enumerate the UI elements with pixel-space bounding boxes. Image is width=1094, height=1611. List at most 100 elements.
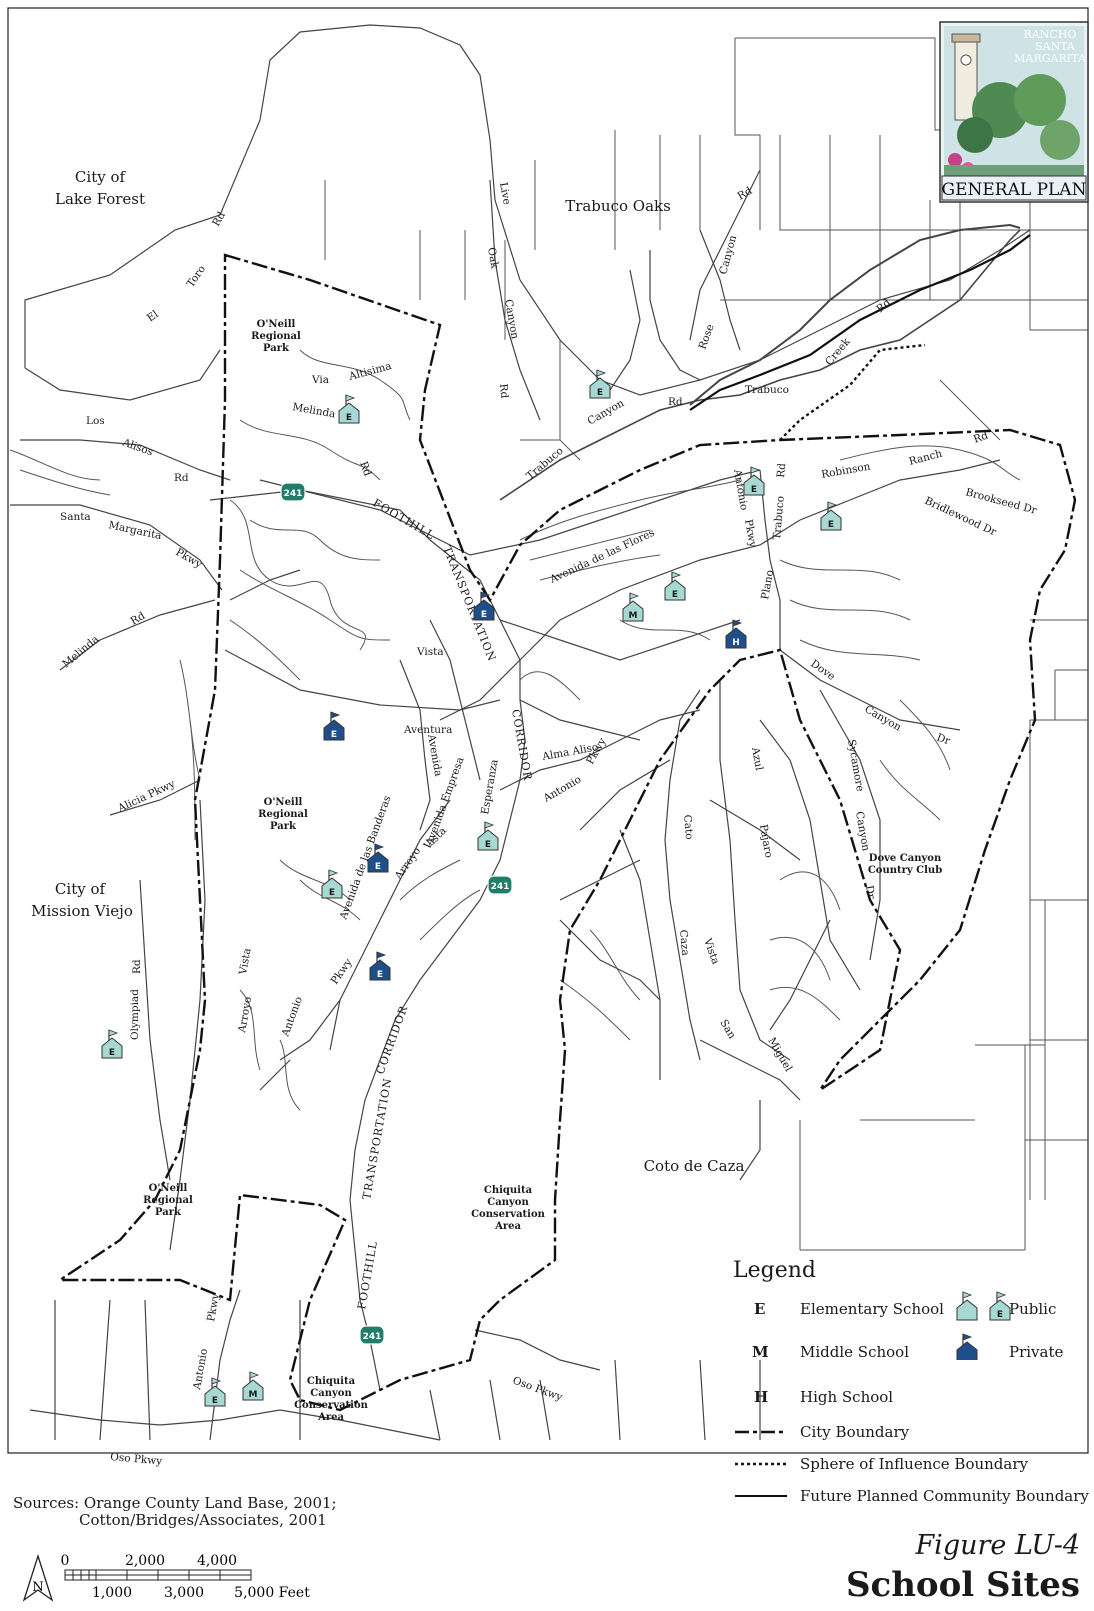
svg-text:Regional: Regional [143, 1195, 193, 1206]
svg-text:Creek: Creek [823, 335, 853, 368]
svg-text:Azul: Azul [749, 745, 765, 772]
highway-241-shield: 241 [359, 1325, 385, 1345]
svg-text:Dr: Dr [935, 732, 953, 748]
school-marker-public-e: E [477, 821, 499, 851]
svg-text:San: San [717, 1018, 738, 1042]
svg-text:Cato: Cato [681, 814, 695, 840]
svg-text:Rd: Rd [775, 462, 788, 478]
svg-text:Via: Via [311, 374, 329, 386]
figure-title: School Sites [845, 1565, 1080, 1605]
school-marker-code: E [828, 520, 834, 530]
highway-number: 241 [491, 882, 510, 892]
sources-line1: Sources: Orange County Land Base, 2001; [13, 1494, 337, 1512]
svg-text:Brookseed Dr: Brookseed Dr [964, 486, 1039, 517]
school-marker-code: E [375, 862, 381, 872]
svg-text:O'Neill: O'Neill [149, 1183, 188, 1194]
svg-text:Rd: Rd [129, 610, 148, 628]
legend-m-label: Middle School [800, 1343, 909, 1361]
svg-text:Park: Park [270, 821, 297, 832]
legend-h-code: H [754, 1388, 769, 1406]
svg-text:Alisos: Alisos [120, 436, 155, 458]
svg-text:SANTA: SANTA [1035, 40, 1076, 53]
city-boundary [56, 253, 1077, 1412]
svg-text:Park: Park [263, 343, 290, 354]
scale-2000: 2,000 [125, 1553, 165, 1569]
svg-text:Plano: Plano [759, 569, 776, 600]
legend-private-icon [956, 1333, 978, 1360]
sources-line2: Cotton/Bridges/Associates, 2001 [79, 1511, 327, 1529]
svg-text:Live: Live [497, 181, 513, 205]
school-marker-code: E [109, 1048, 115, 1058]
svg-text:Rose: Rose [697, 323, 717, 351]
svg-text:Caza: Caza [677, 929, 691, 956]
legend-title: Legend [733, 1258, 816, 1283]
highway-number: 241 [363, 1332, 382, 1342]
svg-text:Oso Pkwy: Oso Pkwy [511, 1375, 564, 1404]
school-marker-code: E [346, 413, 352, 423]
legend-icons [956, 1291, 978, 1360]
svg-text:Trabuco: Trabuco [524, 445, 565, 482]
school-marker-public-e: E [589, 369, 611, 399]
svg-text:Los: Los [86, 415, 105, 427]
svg-text:Rd: Rd [174, 472, 189, 484]
svg-text:Pajaro: Pajaro [757, 823, 775, 858]
svg-text:Canyon: Canyon [586, 397, 627, 428]
svg-text:Robinson: Robinson [820, 460, 871, 480]
school-marker-code: E [331, 730, 337, 740]
residential-streets [9, 349, 1021, 1111]
svg-text:Arroyo: Arroyo [236, 996, 254, 1035]
school-marker-public-m: M [242, 1371, 264, 1401]
label-coto-de-caza: Coto de Caza [644, 1157, 745, 1175]
legend-city-boundary: City Boundary [800, 1423, 910, 1441]
svg-text:FOOTHILL: FOOTHILL [355, 1240, 380, 1311]
svg-text:Vista: Vista [701, 936, 722, 966]
park-labels: O'Neill Regional Park O'Neill Regional P… [143, 319, 942, 1423]
svg-text:Chiquita: Chiquita [307, 1376, 356, 1387]
svg-text:Antonio: Antonio [279, 995, 305, 1039]
school-marker-code: E [751, 485, 757, 495]
svg-text:Regional: Regional [258, 809, 308, 820]
logo: RANCHO SANTA MARGARITA GENERAL PLAN [939, 21, 1089, 203]
svg-text:Vista: Vista [237, 947, 254, 976]
svg-text:Dove Canyon: Dove Canyon [869, 853, 942, 864]
svg-text:Oso Pkwy: Oso Pkwy [110, 1451, 163, 1467]
svg-text:Santa: Santa [60, 511, 91, 523]
map-frame [7, 7, 1089, 1454]
road-labels: El Toro Rd Los Alisos Rd Santa Margarita… [60, 181, 1039, 1467]
svg-text:Pkwy: Pkwy [329, 957, 355, 987]
svg-text:Esperanza: Esperanza [479, 758, 501, 815]
svg-text:Vista: Vista [421, 825, 449, 853]
school-marker-code: E [212, 1396, 218, 1406]
label-lake-forest-2: Lake Forest [55, 190, 145, 208]
svg-text:Sycamore: Sycamore [845, 738, 866, 792]
svg-text:RANCHO: RANCHO [1024, 28, 1077, 41]
scale-5000: 5,000 Feet [234, 1585, 310, 1601]
svg-text:Antonio: Antonio [191, 1348, 210, 1392]
svg-text:O'Neill: O'Neill [257, 319, 296, 330]
svg-text:Vista: Vista [416, 646, 444, 658]
svg-text:Rd: Rd [210, 210, 228, 229]
legend-h-label: High School [800, 1388, 894, 1406]
svg-text:Altisima: Altisima [347, 360, 393, 383]
highway-number: 241 [284, 489, 303, 499]
svg-text:CORRIDOR: CORRIDOR [509, 708, 534, 782]
svg-text:Chiquita: Chiquita [484, 1185, 533, 1196]
figure-number: Figure LU-4 [915, 1530, 1080, 1561]
svg-text:Olympiad: Olympiad [129, 989, 141, 1040]
sphere-boundary [779, 343, 926, 441]
svg-text:Rd: Rd [131, 959, 143, 974]
highway-241-shield: 241 [280, 482, 306, 502]
svg-text:Toro: Toro [185, 263, 209, 289]
school-marker-code: E [672, 590, 678, 600]
scale-bar: N 0 2,000 4,000 1,000 3,000 5,000 Feet [22, 1553, 310, 1602]
school-marker-private-e: E [369, 951, 391, 981]
school-marker-private-e: E [367, 843, 389, 873]
svg-text:Canyon: Canyon [487, 1197, 529, 1208]
svg-text:Dove: Dove [808, 658, 837, 683]
svg-text:Regional: Regional [251, 331, 301, 342]
svg-text:Rd: Rd [972, 429, 990, 445]
school-marker-public-e: E [664, 571, 686, 601]
svg-text:Oak: Oak [485, 246, 501, 270]
